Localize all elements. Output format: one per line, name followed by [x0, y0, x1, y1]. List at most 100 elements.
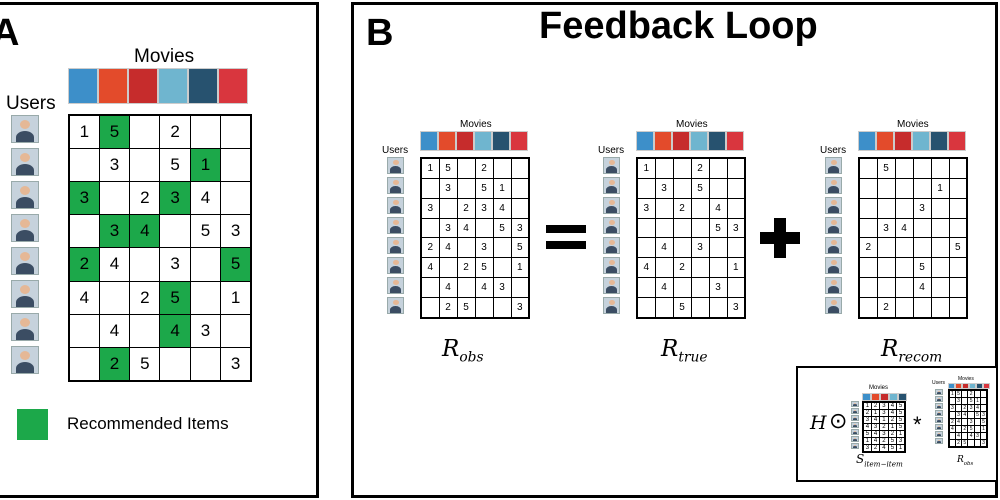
matrix-cell: 1 — [862, 437, 872, 445]
matrix-cell: 5 — [672, 296, 692, 319]
movie-poster — [894, 131, 912, 151]
matrix-cell: 5 — [690, 178, 710, 199]
matrix-cell: 5 — [98, 114, 131, 150]
matrix-cell: 5 — [189, 214, 222, 249]
movie-poster — [654, 131, 672, 151]
matrix-cell: 5 — [220, 247, 252, 282]
matrix-cell: 5 — [510, 237, 530, 259]
matrix-cell: 1 — [862, 401, 872, 410]
matrix-cell: 4 — [438, 277, 458, 298]
matrix-cell: 3 — [870, 423, 881, 431]
matrix-cell — [492, 237, 512, 259]
user-avatar-icon — [825, 237, 842, 254]
movie-poster — [636, 131, 654, 151]
matrix-cell: 5 — [456, 296, 476, 319]
matrix-cell: 4 — [159, 313, 191, 348]
matrix-cell: 5 — [159, 280, 191, 315]
matrix-cell — [654, 217, 674, 239]
matrix-cell: 3 — [876, 217, 896, 239]
matrix-cell: 2 — [129, 181, 161, 216]
matrix-cell — [510, 178, 530, 199]
matrix-cell — [708, 257, 728, 279]
movie-poster — [983, 383, 990, 389]
matrix-cell — [876, 197, 896, 219]
matrix-cell: 5 — [887, 437, 898, 445]
matrix-cell — [510, 277, 530, 298]
matrix-cell — [492, 257, 512, 279]
r-recom-movies-label: Movies — [897, 119, 929, 130]
matrix-cell: 2 — [862, 409, 872, 417]
matrix-cell: 1 — [68, 114, 100, 150]
r-true-users-label: Users — [598, 145, 625, 156]
matrix-cell: 1 — [636, 157, 656, 180]
matrix-cell — [492, 296, 512, 319]
matrix-cell: 2 — [672, 197, 692, 219]
matrix-cell — [654, 296, 674, 319]
matrix-cell: 1 — [189, 148, 222, 183]
matrix-cell — [492, 157, 512, 180]
matrix-cell — [68, 214, 100, 249]
user-avatar-icon — [603, 177, 620, 194]
user-avatar-icon — [935, 396, 943, 402]
matrix-cell — [858, 296, 878, 319]
matrix-cell: 3 — [879, 430, 889, 438]
matrix-cell: 3 — [98, 148, 131, 183]
small-obs-posters — [948, 383, 990, 389]
matrix-cell: 3 — [654, 178, 674, 199]
matrix-cell — [876, 257, 896, 279]
matrix-cell — [129, 148, 161, 183]
matrix-cell — [690, 257, 710, 279]
user-avatar-icon — [387, 297, 404, 314]
matrix-cell — [930, 277, 950, 298]
matrix-cell: 2 — [474, 157, 494, 180]
matrix-cell: 3 — [980, 411, 988, 419]
s-posters-left — [851, 401, 859, 450]
movies-label: Movies — [134, 46, 195, 67]
matrix-cell: 3 — [879, 409, 889, 417]
legend-label: Recommended Items — [67, 414, 229, 433]
matrix-row: 2 — [858, 296, 968, 319]
matrix-cell: 1 — [879, 416, 889, 424]
matrix-cell — [636, 277, 656, 298]
matrix-cell — [510, 157, 530, 180]
matrix-cell: 2 — [456, 257, 476, 279]
matrix-cell: 5 — [474, 178, 494, 199]
formula-odot: ⊙ — [829, 408, 848, 433]
user-avatar-icon — [387, 257, 404, 274]
matrix-cell: 3 — [980, 439, 988, 448]
matrix-row: 4 — [858, 277, 968, 298]
matrix-cell: 3 — [474, 197, 494, 219]
user-avatar-icon — [851, 408, 859, 414]
s-posters-top — [862, 393, 907, 401]
matrix-cell: 5 — [708, 217, 728, 239]
matrix-cell: 3 — [510, 296, 530, 319]
matrix-cell: 3 — [879, 401, 889, 410]
movie-poster — [889, 393, 898, 401]
matrix-cell — [690, 296, 710, 319]
matrix-cell: 1 — [420, 157, 440, 180]
matrix-cell: 5 — [896, 401, 906, 410]
matrix-cell: 3 — [636, 197, 656, 219]
user-avatar-icon — [851, 429, 859, 435]
matrix-cell — [672, 157, 692, 180]
matrix-cell: 2 — [870, 401, 881, 410]
user-avatar-icon — [825, 197, 842, 214]
movie-poster — [474, 131, 492, 151]
user-avatar-icon — [603, 157, 620, 174]
matrix-cell — [708, 157, 728, 180]
movie-poster — [858, 131, 876, 151]
matrix-cell: 5 — [438, 157, 458, 180]
matrix-cell: 4 — [912, 277, 932, 298]
user-avatar-icon — [603, 217, 620, 234]
